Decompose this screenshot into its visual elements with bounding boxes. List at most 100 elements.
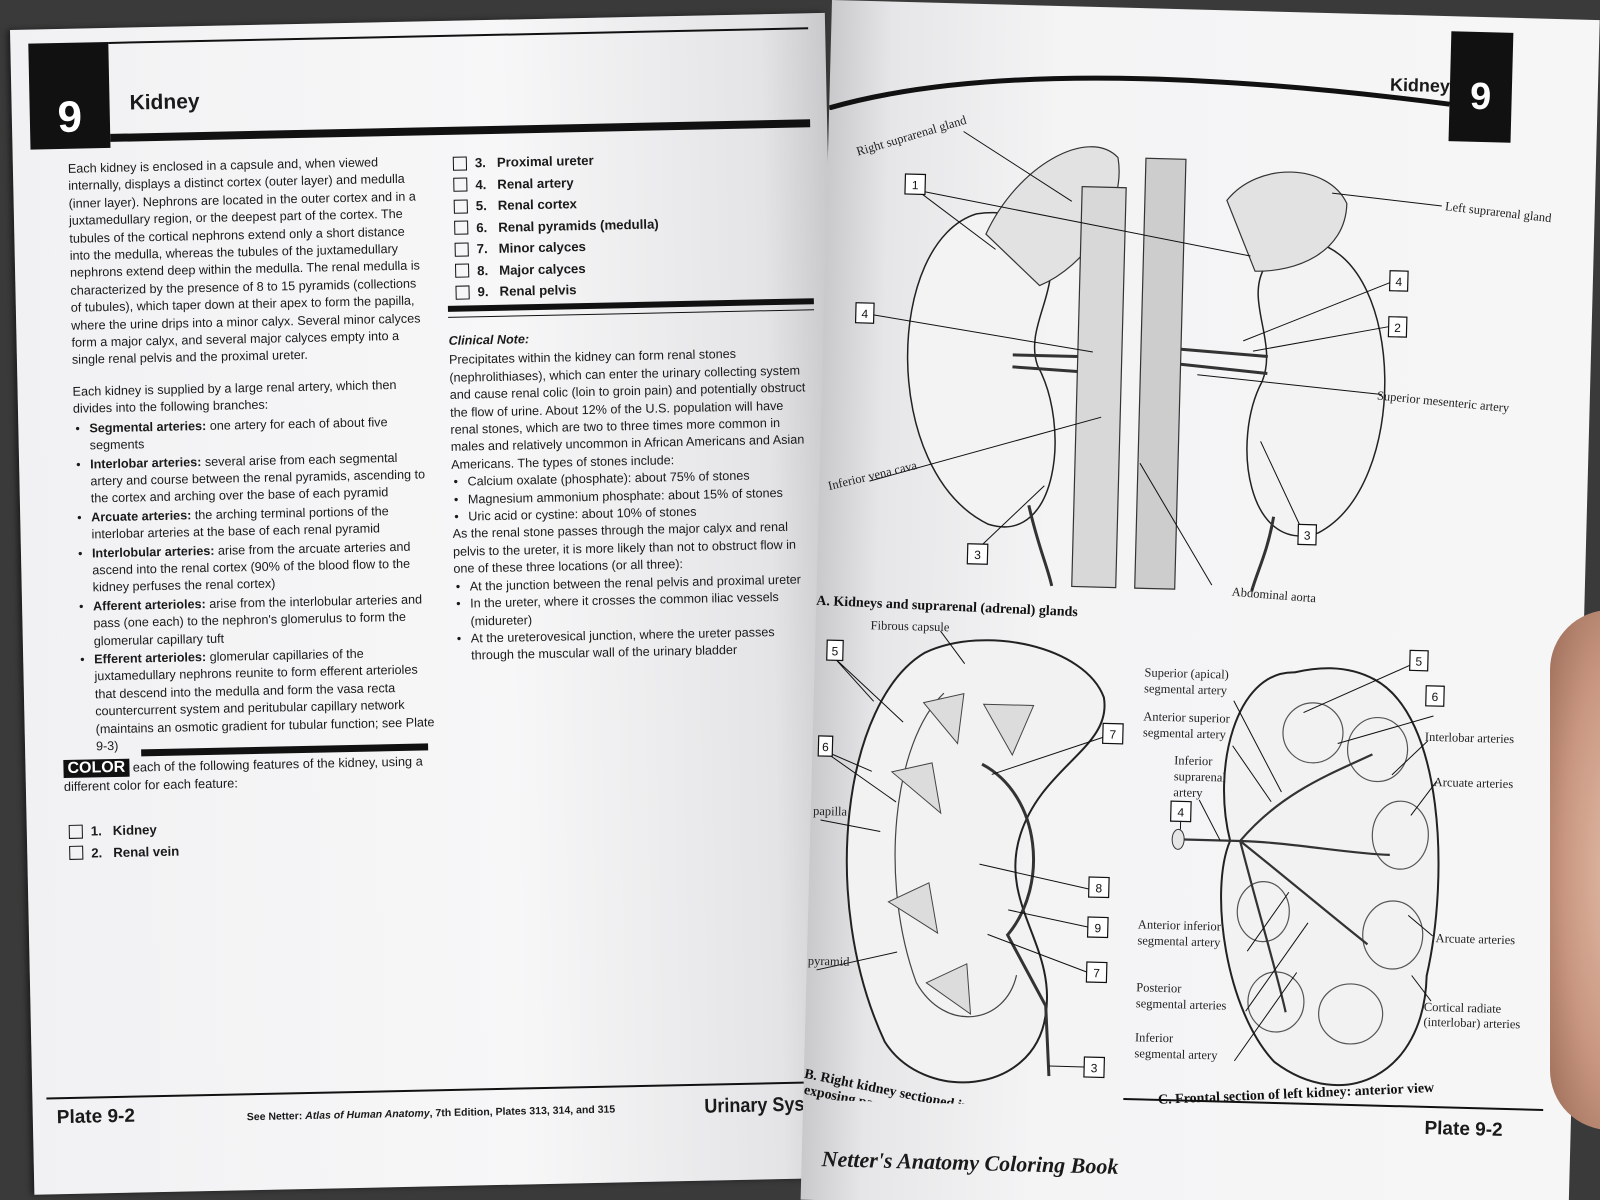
checkbox[interactable]: [452, 156, 468, 171]
checkbox[interactable]: [454, 242, 469, 257]
label-right-suprarenal: Right suprarenal gland: [855, 113, 969, 159]
checkbox[interactable]: [454, 263, 470, 278]
label-inferior-suprarenal-3: artery: [1173, 785, 1203, 800]
color-checklist-right: 3.Proximal ureter 4.Renal artery 5.Renal…: [452, 148, 661, 303]
color-checklist-left: 1.Kidney 2.Renal vein: [68, 819, 180, 864]
cortex-boundary: [894, 692, 1018, 1018]
header-rule: [110, 119, 811, 142]
number-box: 5: [1409, 649, 1429, 672]
ureter-lines: [1027, 505, 1276, 592]
ivc-shape: [1071, 185, 1127, 589]
figure-c: Superior (apical) segmental artery Anter…: [1134, 649, 1521, 1108]
label-ivc: Inferior vena cava: [827, 458, 919, 493]
label-base-pyramid: Base of pyramid: [803, 953, 850, 969]
number-box: 1: [904, 173, 927, 196]
frontal-kidney-shape: [1220, 667, 1440, 1087]
number-box: 7: [1085, 961, 1108, 984]
aorta-shape: [1134, 157, 1187, 590]
svg-text:3: 3: [974, 548, 981, 562]
label-arcuate-2: Arcuate arteries: [1435, 931, 1515, 947]
label-superior-apical: Superior (apical): [1144, 665, 1229, 681]
list-item: Interlobular arteries: arise from the ar…: [76, 538, 432, 598]
label-cortical-radiate: Cortical radiate: [1424, 1000, 1502, 1016]
svg-text:3: 3: [1091, 1061, 1098, 1075]
list-item: Segmental arteries: one artery for each …: [73, 413, 429, 455]
header-top-line: [108, 27, 809, 44]
anatomy-figures: Right suprarenal gland Left suprarenal g…: [803, 113, 1553, 1119]
frontal-lobes: [1236, 702, 1429, 1045]
checklist-item[interactable]: 9.Renal pelvis: [455, 277, 660, 303]
stone-type-list: Calcium oxalate (phosphate): about 75% o…: [451, 467, 812, 527]
leader-lines-c: [1179, 664, 1438, 1062]
list-item: At the ureterovesical junction, where th…: [455, 623, 816, 665]
svg-text:4: 4: [861, 307, 868, 321]
checkbox[interactable]: [68, 824, 83, 839]
figure-a-caption: A. Kidneys and suprarenal (adrenal) glan…: [816, 594, 1079, 620]
checkbox[interactable]: [453, 199, 468, 214]
color-instruction: COLOR each of the following features of …: [63, 743, 429, 796]
number-box: 3: [1083, 1056, 1106, 1079]
svg-text:3: 3: [1304, 529, 1311, 543]
main-text-column: Each kidney is enclosed in a capsule and…: [68, 153, 435, 757]
plate-number: Plate 9-2: [56, 1105, 136, 1129]
clinical-note: Clinical Note: Precipitates within the k…: [448, 325, 815, 665]
book-title: Netter's Anatomy Coloring Book: [821, 1146, 1119, 1179]
obstruction-location-list: At the junction between the renal pelvis…: [454, 571, 816, 666]
figure-b: Fibrous capsule Renal papilla Base of py…: [803, 618, 1124, 1119]
label-renal-papilla: Renal papilla: [803, 803, 847, 819]
leader-lines-b: [816, 630, 1103, 1068]
number-box: 7: [1102, 722, 1124, 745]
svg-text:4: 4: [1395, 275, 1402, 289]
svg-text:7: 7: [1109, 728, 1116, 742]
number-box: 3: [1297, 523, 1318, 546]
number-box: 4: [1388, 270, 1409, 292]
svg-text:9: 9: [1094, 921, 1101, 935]
segmental-arteries: [1180, 753, 1390, 1013]
label-arcuate-1: Arcuate arteries: [1434, 775, 1514, 791]
label-posterior: Posterior: [1136, 980, 1182, 995]
checklist-item[interactable]: 1.Kidney: [68, 819, 179, 843]
label-inferior-segmental-2: segmental artery: [1134, 1046, 1218, 1062]
list-item: Interlobar arteries: several arise from …: [74, 449, 430, 509]
svg-text:5: 5: [831, 644, 838, 658]
left-kidney-shape: [1246, 239, 1386, 537]
label-interlobar: Interlobar arteries: [1425, 730, 1515, 746]
sectioned-kidney-shape: [845, 639, 1106, 1084]
header-curve: [829, 75, 1450, 111]
number-box: 4: [854, 302, 875, 324]
label-inferior-suprarenal: Inferior: [1174, 753, 1213, 768]
right-page: Kidney 9: [800, 0, 1600, 1200]
label-superior-apical-2: segmental artery: [1144, 681, 1228, 697]
svg-text:8: 8: [1095, 881, 1102, 895]
number-box: 2: [1387, 316, 1408, 338]
label-cortical-radiate-2: (interlobar) arteries: [1423, 1015, 1520, 1032]
number-box: 4: [1170, 800, 1192, 823]
see-netter-reference: See Netter: Atlas of Human Anatomy, 7th …: [246, 1103, 616, 1124]
pelvis-ureter: [981, 762, 1051, 1077]
checkbox[interactable]: [454, 220, 469, 235]
renal-vessels: [1012, 347, 1268, 376]
clinical-paragraph-2: As the renal stone passes through the ma…: [452, 520, 797, 577]
checkbox[interactable]: [453, 177, 468, 192]
left-suprarenal-shape: [1226, 171, 1348, 272]
figure-a: Right suprarenal gland Left suprarenal g…: [816, 113, 1553, 621]
label-anterior-superior: Anterior superior: [1143, 709, 1231, 725]
svg-text:7: 7: [1093, 966, 1100, 980]
svg-text:6: 6: [822, 740, 829, 754]
svg-text:2: 2: [1394, 321, 1401, 335]
checkbox[interactable]: [455, 285, 470, 300]
checkbox[interactable]: [69, 845, 84, 861]
intro-paragraph: Each kidney is enclosed in a capsule and…: [67, 155, 421, 368]
label-posterior-2: segmental arteries: [1136, 996, 1227, 1012]
number-box: 6: [817, 735, 834, 757]
number-box: 8: [1087, 876, 1110, 899]
color-tag: COLOR: [63, 758, 130, 779]
list-item: Arcuate arteries: the arching terminal p…: [75, 502, 431, 544]
checklist-item[interactable]: 2.Renal vein: [69, 840, 179, 864]
artery-intro: Each kidney is supplied by a large renal…: [72, 377, 397, 417]
left-footer: Plate 9-2 See Netter: Atlas of Human Ana…: [46, 1080, 837, 1128]
label-left-suprarenal: Left suprarenal gland: [1444, 199, 1553, 225]
list-item: Afferent arterioles: arise from the inte…: [77, 591, 433, 651]
number-box: 9: [1086, 916, 1109, 939]
label-anterior-inferior-2: segmental artery: [1137, 933, 1221, 949]
